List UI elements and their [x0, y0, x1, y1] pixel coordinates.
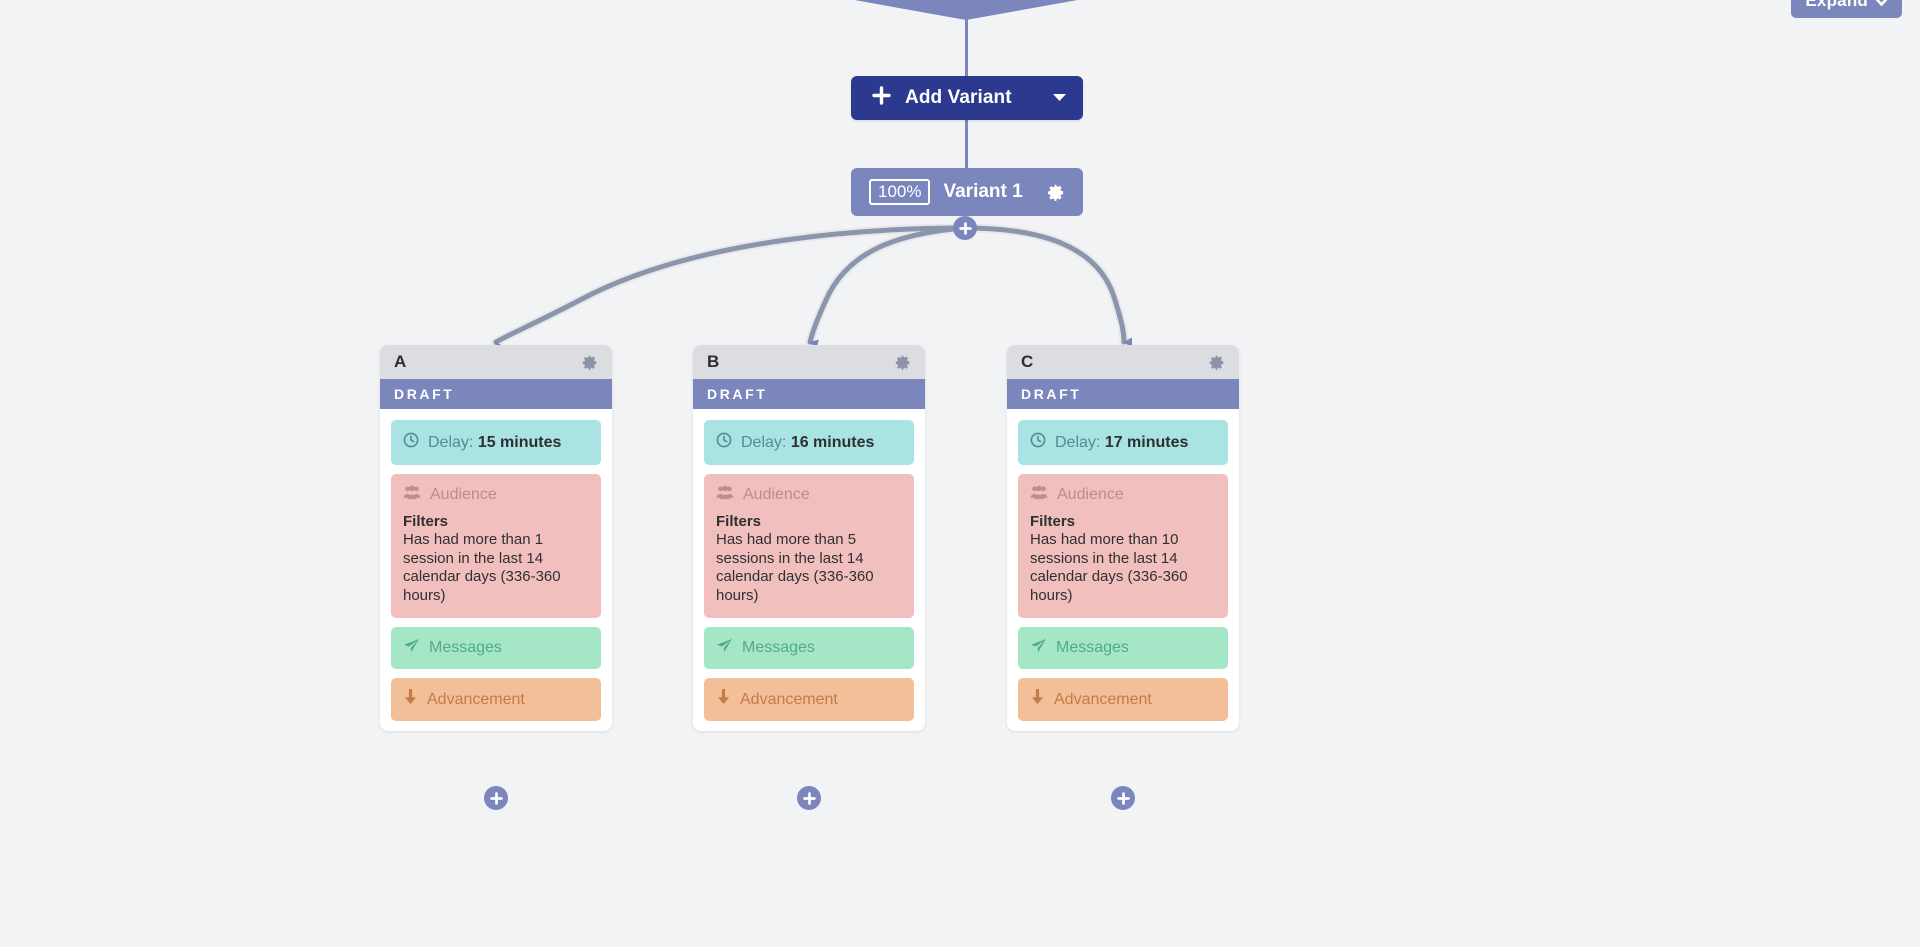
advancement-label: Advancement: [740, 690, 838, 708]
audience-label: Audience: [1057, 486, 1124, 503]
variant-name-label: Variant 1: [943, 181, 1023, 202]
filters-text: Has had more than 5 sessions in the last…: [716, 531, 874, 604]
messages-label: Messages: [429, 639, 502, 656]
delay-text: Delay: 17 minutes: [1055, 434, 1188, 452]
delay-value: 17 minutes: [1104, 433, 1189, 451]
paper-plane-icon: [1030, 638, 1047, 658]
advancement-label: Advancement: [427, 690, 525, 708]
audience-label: Audience: [743, 486, 810, 503]
people-icon: [716, 485, 734, 505]
card-letter-label: A: [394, 352, 407, 371]
chevron-down-icon: [1052, 89, 1067, 107]
messages-label: Messages: [1056, 639, 1129, 656]
messages-label: Messages: [742, 639, 815, 656]
card-body: Delay: 17 minutes A: [1007, 409, 1239, 721]
chevron-down-icon: [1875, 0, 1888, 11]
variant-add-branch-button[interactable]: [953, 216, 977, 240]
connector-line-top: [964, 14, 968, 76]
add-variant-button[interactable]: Add Variant: [851, 76, 1083, 120]
card-letter-label: C: [1021, 352, 1034, 371]
audience-block[interactable]: Audience Filters Has had more than 10 se…: [1018, 474, 1228, 618]
add-variant-label: Add Variant: [905, 87, 1012, 108]
status-badge: DRAFT: [1007, 379, 1239, 409]
arrow-down-icon: [403, 688, 418, 710]
gear-icon[interactable]: [1208, 354, 1225, 371]
delay-value: 15 minutes: [477, 433, 562, 451]
delay-value: 16 minutes: [790, 433, 875, 451]
filters-text: Has had more than 1 session in the last …: [403, 531, 561, 604]
variant-card[interactable]: A DRAFT Delay: 15 minutes: [380, 345, 612, 731]
filters-text: Has had more than 10 sessions in the las…: [1030, 531, 1188, 604]
delay-label: Delay:: [741, 433, 787, 451]
gear-icon[interactable]: [581, 354, 598, 371]
expand-button[interactable]: Expand: [1791, 0, 1902, 18]
arrow-down-icon: [1030, 688, 1045, 710]
audience-block[interactable]: Audience Filters Has had more than 1 ses…: [391, 474, 601, 618]
filters-label: Filters: [1030, 513, 1076, 530]
gear-icon[interactable]: [894, 354, 911, 371]
clock-icon: [403, 432, 419, 453]
delay-text: Delay: 15 minutes: [428, 434, 561, 452]
paper-plane-icon: [403, 638, 420, 658]
card-header: B: [693, 345, 925, 379]
add-step-button[interactable]: [797, 786, 821, 810]
card-header: A: [380, 345, 612, 379]
arrow-down-icon: [716, 688, 731, 710]
variant-percent-badge: 100%: [869, 179, 931, 205]
messages-block[interactable]: Messages: [704, 627, 914, 669]
variant-card[interactable]: C DRAFT Delay: 17 minutes: [1007, 345, 1239, 731]
card-body: Delay: 15 minutes A: [380, 409, 612, 721]
delay-block[interactable]: Delay: 16 minutes: [704, 420, 914, 465]
gear-icon[interactable]: [1046, 183, 1065, 202]
audience-label: Audience: [430, 486, 497, 503]
advancement-block[interactable]: Advancement: [391, 678, 601, 721]
filters-label: Filters: [716, 513, 762, 530]
connector-line-mid: [964, 120, 968, 168]
add-variant-main[interactable]: Add Variant: [851, 76, 1035, 120]
add-step-button[interactable]: [484, 786, 508, 810]
variant-card[interactable]: B DRAFT Delay: 16 minutes: [693, 345, 925, 731]
expand-label: Expand: [1805, 0, 1868, 10]
advancement-block[interactable]: Advancement: [704, 678, 914, 721]
variant-node[interactable]: 100% Variant 1: [851, 168, 1083, 216]
advancement-label: Advancement: [1054, 690, 1152, 708]
delay-block[interactable]: Delay: 17 minutes: [1018, 420, 1228, 465]
add-step-button[interactable]: [1111, 786, 1135, 810]
plus-icon: [872, 85, 891, 109]
delay-block[interactable]: Delay: 15 minutes: [391, 420, 601, 465]
delay-label: Delay:: [1055, 433, 1101, 451]
people-icon: [403, 485, 421, 505]
advancement-block[interactable]: Advancement: [1018, 678, 1228, 721]
status-badge: DRAFT: [380, 379, 612, 409]
delay-label: Delay:: [428, 433, 474, 451]
clock-icon: [1030, 432, 1046, 453]
add-variant-dropdown-toggle[interactable]: [1035, 76, 1083, 120]
delay-text: Delay: 16 minutes: [741, 434, 874, 452]
card-body: Delay: 16 minutes A: [693, 409, 925, 721]
messages-block[interactable]: Messages: [1018, 627, 1228, 669]
card-header: C: [1007, 345, 1239, 379]
people-icon: [1030, 485, 1048, 505]
paper-plane-icon: [716, 638, 733, 658]
audience-block[interactable]: Audience Filters Has had more than 5 ses…: [704, 474, 914, 618]
clock-icon: [716, 432, 732, 453]
status-badge: DRAFT: [693, 379, 925, 409]
messages-block[interactable]: Messages: [391, 627, 601, 669]
card-letter-label: B: [707, 352, 720, 371]
filters-label: Filters: [403, 513, 449, 530]
